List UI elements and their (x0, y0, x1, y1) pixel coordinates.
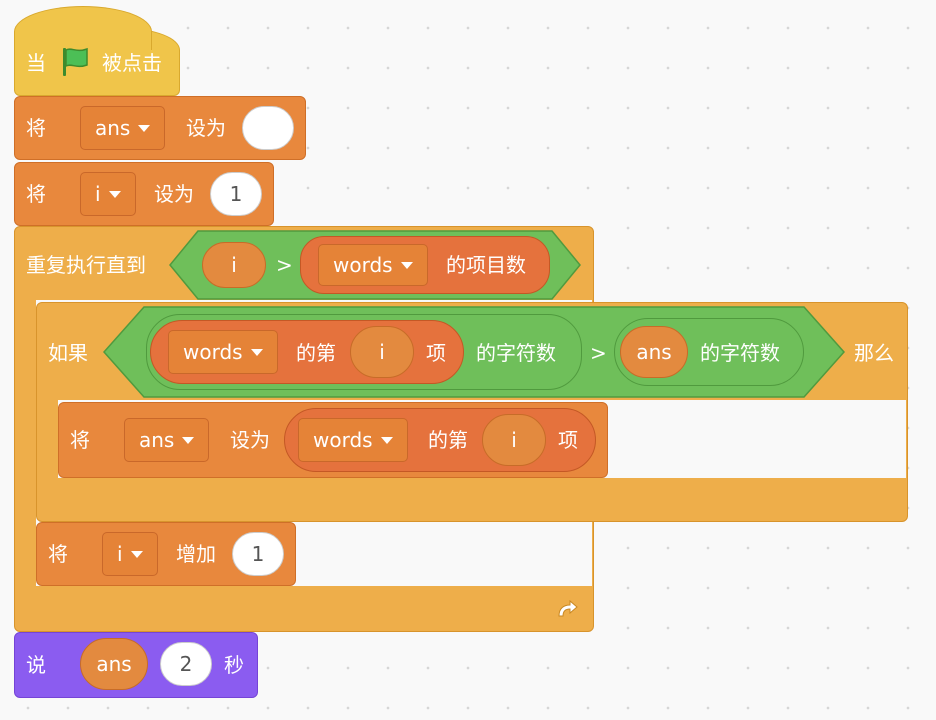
say-verb: 说 (26, 653, 46, 677)
item-label: 项 (558, 428, 578, 452)
dropdown-arrow-icon (138, 124, 151, 132)
repeat-i-reporter[interactable]: i (202, 242, 266, 288)
length-of-label-right: 的字符数 (700, 341, 780, 365)
list-dropdown-label: words (313, 428, 373, 452)
then-label: 那么 (854, 341, 894, 365)
set-to-label: 设为 (154, 182, 194, 206)
item-of-label: 的第 (428, 428, 468, 452)
list-dropdown-label: words (333, 253, 393, 277)
set-i-value-input[interactable]: 1 (210, 172, 262, 216)
var-dropdown-ans[interactable]: ans (124, 418, 210, 462)
list-length-label: 的项目数 (446, 253, 526, 277)
change-verb: 将 (48, 542, 68, 566)
dropdown-arrow-icon (250, 348, 263, 356)
dropdown-arrow-icon (108, 190, 121, 198)
index-i-reporter[interactable]: i (350, 326, 414, 378)
list-dropdown-label: words (183, 340, 243, 364)
item-label: 项 (426, 341, 446, 365)
loop-arrow-icon (558, 599, 578, 617)
secs-label: 秒 (224, 653, 244, 677)
var-dropdown-ans[interactable]: ans (80, 106, 166, 150)
change-i-value-input[interactable]: 1 (232, 532, 284, 576)
say-secs-input[interactable]: 2 (160, 642, 212, 686)
say-ans-reporter[interactable]: ans (80, 638, 148, 690)
set-ans-value-input[interactable] (242, 106, 294, 150)
var-dropdown-i[interactable]: i (80, 172, 136, 216)
dropdown-arrow-icon (380, 436, 393, 444)
item-of-label: 的第 (296, 341, 336, 365)
var-dropdown-label: ans (95, 116, 131, 140)
dropdown-arrow-icon (182, 436, 195, 444)
clicked-label: 被点击 (102, 51, 162, 75)
set-verb: 将 (70, 428, 90, 452)
var-dropdown-label: i (117, 542, 123, 566)
var-dropdown-i[interactable]: i (102, 532, 158, 576)
length-of-label-left: 的字符数 (476, 341, 556, 365)
list-dropdown-words[interactable]: words (298, 418, 408, 462)
ans-reporter[interactable]: ans (620, 326, 688, 378)
set-verb: 将 (26, 182, 46, 206)
dropdown-arrow-icon (400, 261, 413, 269)
var-dropdown-label: i (95, 182, 101, 206)
set-to-label: 设为 (230, 428, 270, 452)
list-dropdown-words[interactable]: words (318, 244, 428, 286)
hat-cap (14, 6, 152, 50)
green-flag-icon (63, 47, 88, 76)
if-op: > (590, 341, 607, 365)
var-dropdown-label: ans (139, 428, 175, 452)
if-list-dropdown-words[interactable]: words (168, 330, 278, 374)
set-verb: 将 (26, 116, 46, 140)
set-to-label: 设为 (186, 116, 226, 140)
index-i-reporter[interactable]: i (482, 414, 546, 466)
repeat-op: > (276, 253, 293, 277)
repeat-until-label: 重复执行直到 (26, 253, 146, 277)
if-label: 如果 (48, 341, 88, 365)
when-label: 当 (26, 51, 46, 75)
change-by-label: 增加 (176, 542, 216, 566)
dropdown-arrow-icon (130, 550, 143, 558)
